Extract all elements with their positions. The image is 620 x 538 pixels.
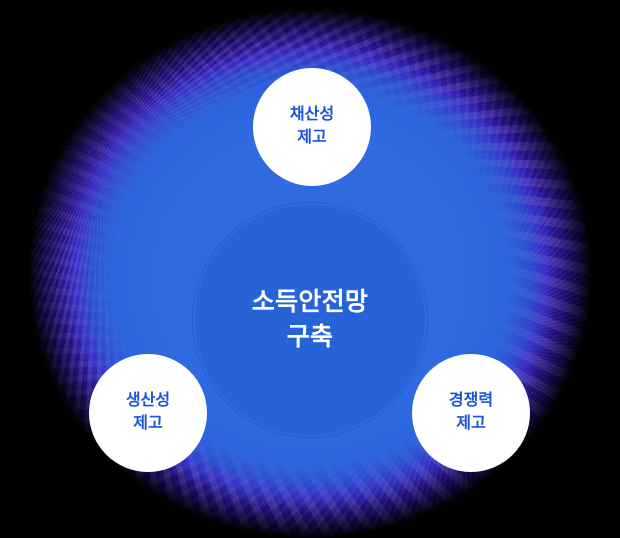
node-bottom-left-label-line-1: 생산성	[125, 392, 171, 410]
center-ring-outline	[192, 202, 428, 438]
node-top-label-line-2: 제고	[297, 129, 327, 146]
node-bottom-right-label-line-1: 경쟁력	[448, 392, 494, 410]
node-bottom-right-label-line-2: 제고	[456, 415, 486, 432]
node-bottom-left-label-line-2: 제고	[133, 415, 163, 432]
node-top-label-line-1: 채산성	[289, 106, 335, 124]
center-node-label-line-1: 소득안전망	[251, 287, 369, 316]
node-bottom-left[interactable]: 생산성 제고	[89, 354, 207, 472]
node-top[interactable]: 채산성 제고	[253, 68, 371, 186]
center-node[interactable]: 소득안전망 구축	[195, 205, 425, 435]
node-bottom-right[interactable]: 경쟁력 제고	[412, 354, 530, 472]
center-node-label-line-2: 구축	[286, 323, 334, 351]
